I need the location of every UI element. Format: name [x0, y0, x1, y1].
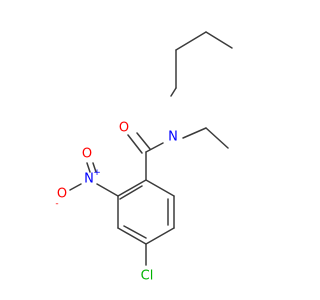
atom-oxygen-nitro-left: O: [57, 187, 67, 202]
structure-diagram: O N N + O O - Cl: [55, 31, 233, 284]
atom-nitrogen-amide: N: [168, 130, 178, 145]
bond-butyl-c4-c3: [205, 31, 233, 49]
bond-n-ethyl-ch2: [182, 127, 207, 139]
bond-ring-c3-c4-inner: [123, 225, 147, 239]
charge-oxygen-nitro-left: -: [55, 199, 58, 209]
bond-ring-c6-c1: [145, 179, 175, 197]
charge-nitrogen-nitro: +: [93, 168, 101, 178]
bond-ring-c1-c2-inner: [119, 185, 143, 200]
bond-carbonyl-co-double: [136, 132, 151, 150]
bonds: [69, 31, 233, 266]
bond-nitro-n-o-top-double: [92, 162, 97, 173]
atom-labels: O N N + O O - Cl: [55, 121, 177, 284]
atom-nitrogen-nitro: N: [84, 172, 94, 187]
bond-butyl-c3-c2: [175, 31, 207, 51]
bond-ring-c4-c5: [145, 227, 175, 245]
bond-ring-c3-c4: [117, 227, 147, 245]
atom-oxygen-carbonyl: O: [119, 121, 129, 136]
bond-ethyl-ch2-ch3: [205, 127, 229, 149]
bond-ring-c1-c2: [117, 179, 147, 197]
atom-chlorine: Cl: [141, 269, 154, 284]
bond-butyl-c1-n: [170, 87, 177, 97]
atom-oxygen-nitro-top: O: [82, 147, 92, 162]
bond-n-carbonyl-c: [145, 142, 164, 153]
bond-ring-nitro-n: [96, 183, 119, 197]
bond-nitro-n-o-top: [86, 162, 91, 173]
bond-nitro-n-o-left: [69, 183, 82, 191]
bond-carbonyl-co: [127, 134, 143, 154]
